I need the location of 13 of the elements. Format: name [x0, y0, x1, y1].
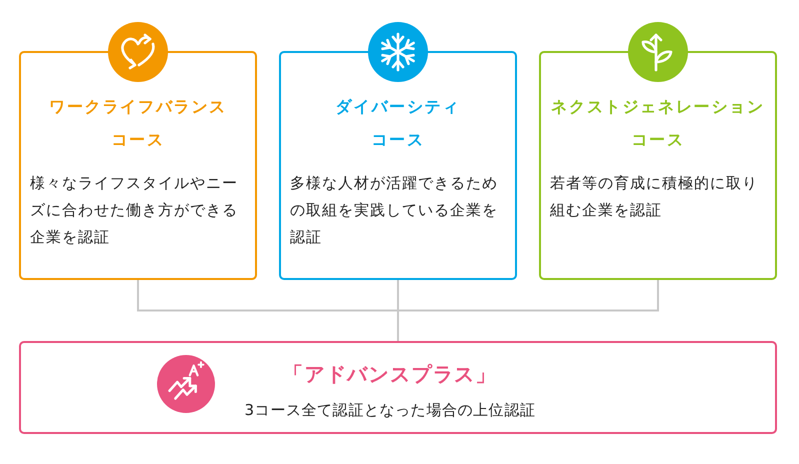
- heading: ワークライフバランスコース: [48, 96, 228, 151]
- description: 3コース全て認証となった場合の上位認証: [244, 400, 536, 421]
- course-box: [279, 51, 517, 280]
- course-box: [19, 51, 257, 280]
- connector-line: [397, 280, 659, 341]
- course-box: [539, 51, 777, 280]
- heading: ネクストジェネレーションコース: [550, 96, 766, 151]
- description: 若者等の育成に積極的に取り組む企業を認証: [550, 173, 759, 221]
- heading: ダイバーシティコース: [334, 96, 462, 151]
- certification-box: [19, 341, 777, 434]
- description: 様々なライフスタイルやニーズに合わせた働き方ができる企業を認証: [30, 173, 239, 248]
- heading: 「アドバンスプラス」: [283, 361, 497, 388]
- description: 多様な人材が活躍できるための取組を実践している企業を認証: [290, 173, 499, 248]
